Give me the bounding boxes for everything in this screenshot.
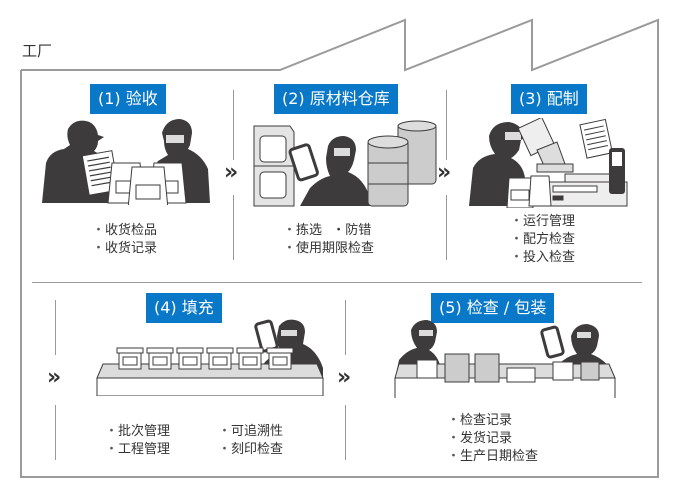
warehouse-illustration [253,120,437,207]
box-icon [206,347,234,370]
box-icon [146,347,174,370]
step-2-items: 拣选 ・防错 使用期限检查 [283,222,374,258]
step-5-label: (5) 检查 / 包装 [431,293,555,323]
list-item: 使用期限检查 [283,240,374,258]
divider-2-3 [446,90,447,160]
divider-1-2-lower [233,195,234,260]
shelf-icon [253,125,295,207]
list-item: 工程管理 [105,441,170,459]
step-3-label: (3) 配制 [511,84,587,114]
divider-1-2 [233,90,234,160]
flow-arrow-3: » [47,365,61,390]
step-4-label: (4) 填充 [146,293,222,323]
panel-icon [444,353,470,383]
receiving-illustration [42,119,210,205]
handheld-scanner-icon [540,325,565,359]
box-icon [552,361,574,381]
row-divider [32,282,642,283]
box-icon [416,359,438,379]
list-item: 运行管理 [510,213,575,231]
document-icon [579,118,614,159]
list-item: 检查记录 [447,412,538,430]
divider-2-3-lower [446,195,447,260]
blending-illustration [469,118,628,208]
step-4-items-col2: 可追溯性 刻印检查 [218,423,283,459]
step-1-items: 收货检品 收货记录 [92,222,157,258]
panel-icon [474,353,500,383]
divider-4-5 [345,300,346,355]
box-icon [116,347,144,370]
factory-title: 工厂 [22,42,53,60]
list-item-text: 防错 [345,223,372,238]
box-row [116,347,294,370]
flow-arrow-1: » [224,160,238,185]
bag-icon [506,175,552,208]
tube-rack-icon [506,367,536,383]
list-item: 刻印检查 [218,441,283,459]
barrel-icon [367,120,437,207]
divider-3-4-lower [55,405,56,460]
handheld-scanner-icon [254,319,279,353]
step-5-items: 检查记录 发货记录 生产日期检查 [447,412,538,466]
list-item: 可追溯性 [218,423,283,441]
divider-3-4 [55,300,56,355]
worker-icon [300,136,370,206]
step-3-items: 运行管理 配方检查 投入检查 [510,213,575,267]
list-item: 拣选 [296,223,323,238]
step-4-items-col1: 批次管理 工程管理 [105,423,170,459]
list-item: 收货检品 [92,222,157,240]
list-item-2: ・防错 [332,223,372,238]
box-icon [266,347,294,370]
handheld-scanner-icon [288,143,319,182]
box-icon [236,347,264,370]
flow-arrow-4: » [337,365,351,390]
list-item: 发货记录 [447,430,538,448]
filling-illustration [96,319,324,396]
list-item: 生产日期检查 [447,448,538,466]
inspection-illustration [394,320,616,398]
bag-icon [107,162,187,205]
list-item: 投入检查 [510,249,575,267]
small-device-icon [580,361,600,381]
step-2-label: (2) 原材料仓库 [274,84,398,114]
list-item: 批次管理 [105,423,170,441]
box-icon [176,347,204,370]
step-1-label: (1) 验收 [90,84,166,114]
list-item: 收货记录 [92,240,157,258]
hopper-icon [517,118,574,173]
divider-4-5-lower [345,405,346,460]
list-item: 配方检查 [510,231,575,249]
